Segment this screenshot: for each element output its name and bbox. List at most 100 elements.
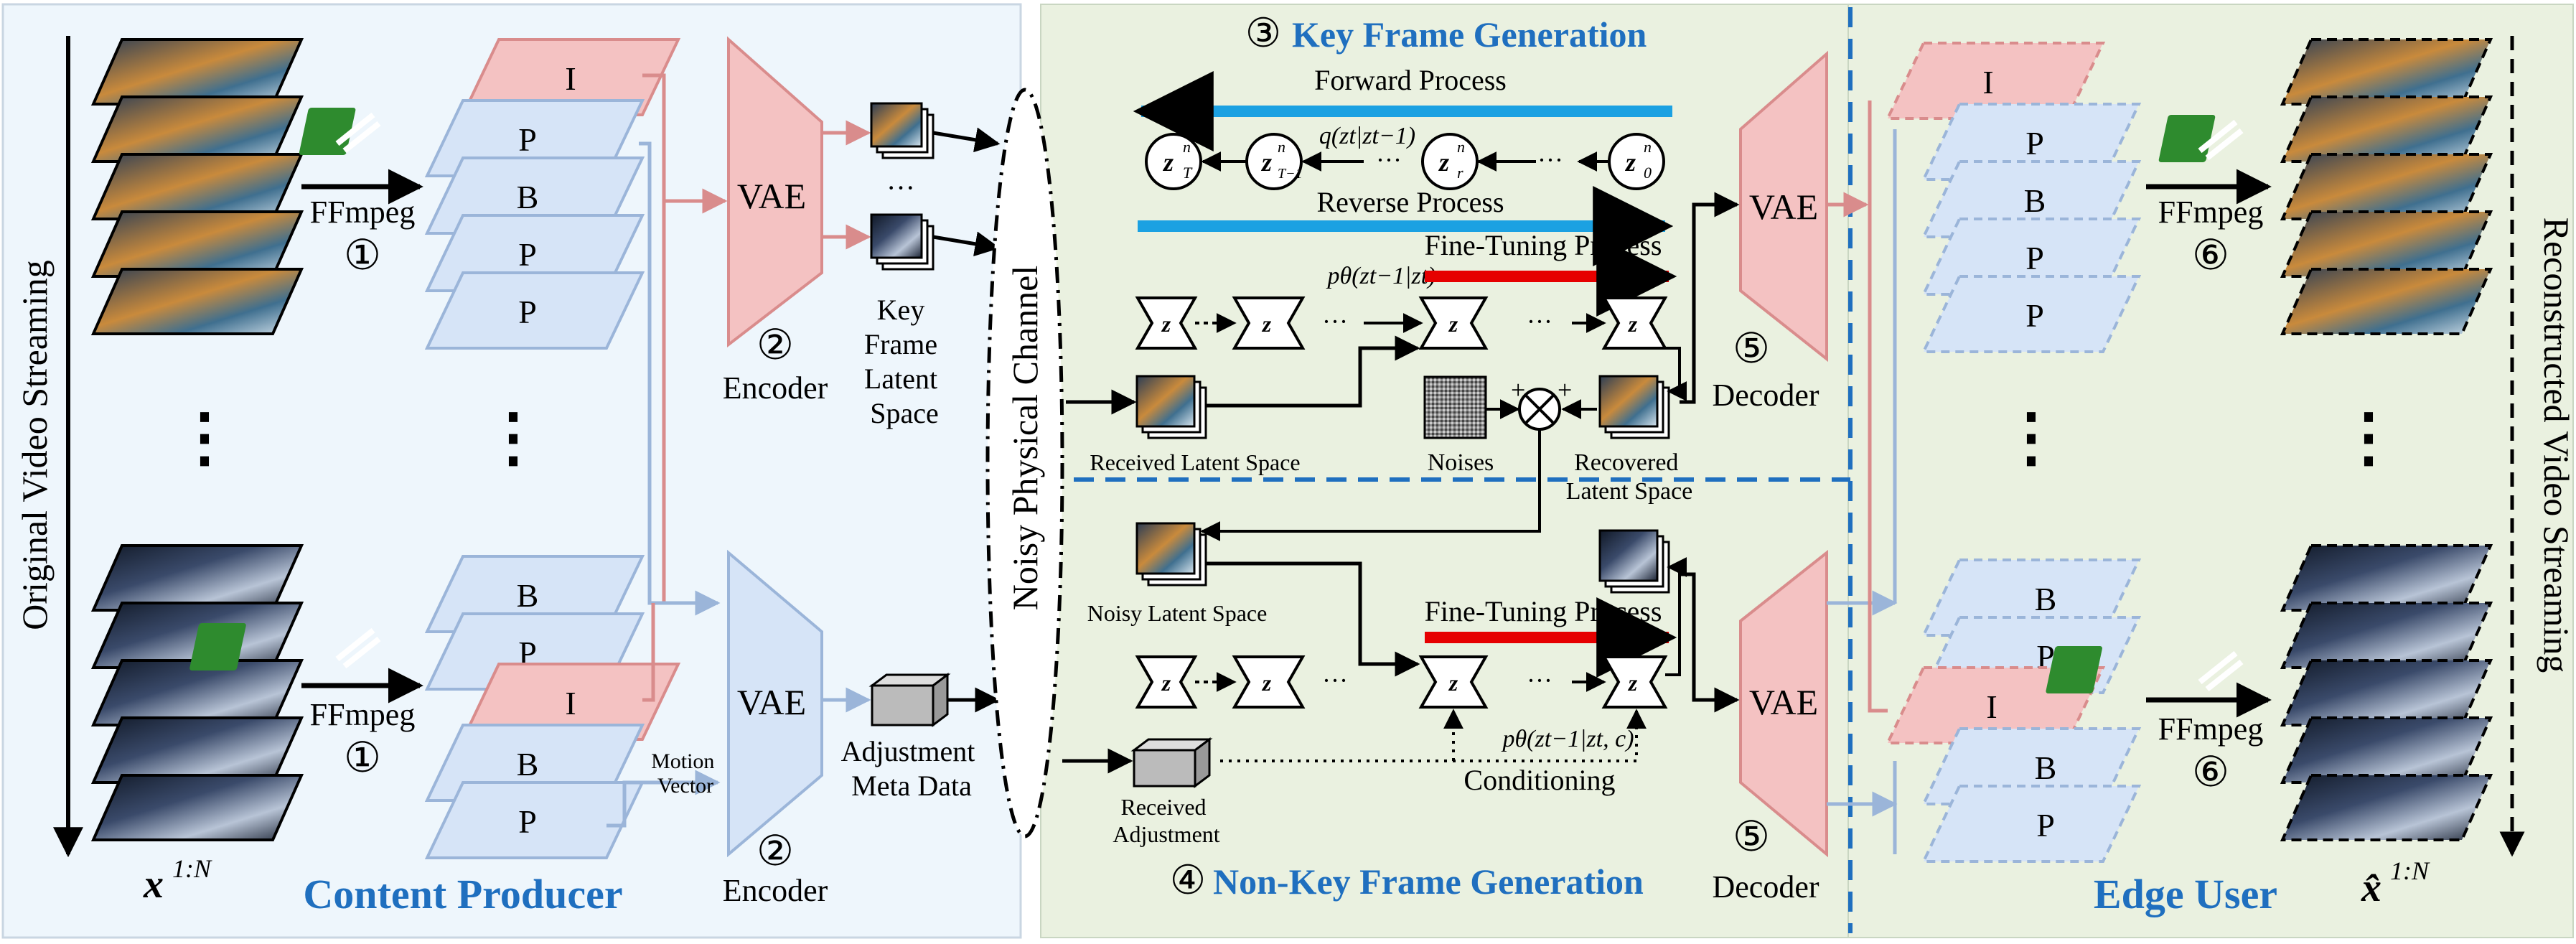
x-hat-superscript: 1:N bbox=[2390, 856, 2430, 885]
step6-bottom: ⑥ bbox=[2192, 749, 2229, 795]
svg-text:z: z bbox=[1161, 311, 1171, 337]
svg-text:···: ··· bbox=[1376, 146, 1402, 174]
svg-text:P: P bbox=[518, 236, 537, 273]
received-adjustment-icon bbox=[1130, 737, 1213, 788]
recovered-latent-stack bbox=[1598, 375, 1670, 439]
svg-text:I: I bbox=[565, 60, 576, 97]
svg-text:n: n bbox=[1183, 138, 1191, 156]
svg-text:I: I bbox=[565, 685, 576, 721]
svg-text:P: P bbox=[2036, 807, 2055, 843]
noises-label: Noises bbox=[1428, 449, 1494, 476]
svg-text:z: z bbox=[1448, 670, 1458, 696]
step1-top: ① bbox=[344, 232, 381, 279]
svg-text:P: P bbox=[2025, 297, 2044, 334]
svg-text:P: P bbox=[518, 803, 537, 840]
ffmpeg-icon bbox=[189, 623, 381, 670]
key-latent-stack-1 bbox=[870, 102, 935, 159]
svg-text:z: z bbox=[1161, 670, 1171, 696]
received-latent-label: Received Latent Space bbox=[1090, 449, 1300, 475]
svg-text:z: z bbox=[1260, 148, 1272, 177]
svg-text:I: I bbox=[1982, 64, 1993, 101]
svg-text:P: P bbox=[518, 121, 537, 158]
svg-text:n: n bbox=[1644, 138, 1652, 156]
unet-chain-nonkey: z z z z ··· ··· bbox=[1135, 655, 1668, 709]
svg-text:···: ··· bbox=[1527, 666, 1552, 695]
noisy-channel bbox=[985, 88, 1064, 838]
motion-vector-label: Motion Vector bbox=[651, 749, 720, 798]
encoder-label-top: Encoder bbox=[723, 370, 828, 406]
noisy-channel-label: Noisy Physical Channel bbox=[1005, 266, 1045, 611]
non-key-frame-title: Non-Key Frame Generation bbox=[1213, 861, 1644, 902]
gop-frames-top: I P B P P bbox=[424, 38, 681, 350]
content-producer-title: Content Producer bbox=[303, 871, 622, 917]
key-frame-latent-label: Key Frame Latent Space bbox=[864, 294, 945, 429]
svg-text:z: z bbox=[1162, 148, 1174, 177]
gop-frames-bottom: B P I B P bbox=[424, 555, 681, 859]
svg-text:z: z bbox=[1448, 311, 1458, 337]
svg-text:···: ··· bbox=[1322, 666, 1348, 695]
recovered-label: Recovered Latent Space bbox=[1566, 449, 1693, 505]
step4: ④ bbox=[1170, 859, 1206, 903]
ffmpeg-icon bbox=[2158, 115, 2244, 162]
step6-top: ⑥ bbox=[2192, 232, 2229, 279]
step5-bottom: ⑤ bbox=[1733, 813, 1770, 860]
svg-text:VAE: VAE bbox=[1749, 187, 1818, 227]
svg-text:P: P bbox=[518, 294, 537, 330]
vae-decoder-bottom bbox=[1739, 549, 1828, 858]
original-video-label: Original Video Streaming bbox=[14, 260, 55, 630]
svg-text:···: ··· bbox=[1322, 307, 1348, 336]
svg-text:P: P bbox=[2025, 125, 2044, 162]
received-latent-stack bbox=[1135, 375, 1207, 439]
x-hat-label: x̂ bbox=[2361, 866, 2381, 910]
svg-text:B: B bbox=[2035, 581, 2057, 617]
reconstructed-frames-top bbox=[2280, 38, 2493, 335]
reverse-process-label: Reverse Process bbox=[1316, 186, 1504, 218]
reconstructed-video-label: Reconstructed Video Streaming bbox=[2537, 218, 2576, 673]
unet-chain-key: z z z z ··· ··· bbox=[1135, 296, 1668, 350]
ffmpeg-label: FFmpeg bbox=[310, 697, 416, 732]
svg-text:P: P bbox=[2025, 240, 2044, 276]
svg-text:0: 0 bbox=[1644, 164, 1652, 182]
reconstructed-gop-bottom: B P I B P bbox=[1885, 559, 2142, 863]
key-latent-stack-2 bbox=[870, 213, 935, 271]
ffmpeg-icon bbox=[299, 108, 381, 155]
svg-text:z: z bbox=[1628, 311, 1638, 337]
svg-text:B: B bbox=[517, 746, 539, 782]
p-cond-formula: pθ(zt−1|zt, c) bbox=[1501, 726, 1634, 752]
svg-text:B: B bbox=[2035, 749, 2057, 786]
svg-text:···: ··· bbox=[1537, 146, 1563, 174]
p-formula: pθ(zt−1|zt) bbox=[1326, 263, 1436, 289]
reconstructed-gop-top: I P B P P bbox=[1885, 42, 2142, 353]
vae-encoder-bottom bbox=[727, 549, 823, 858]
step2-top: ② bbox=[757, 322, 794, 368]
original-frames-bottom bbox=[90, 544, 304, 841]
ffmpeg-icon bbox=[2046, 646, 2244, 693]
svg-text:z: z bbox=[1438, 148, 1449, 177]
svg-text:z: z bbox=[1262, 311, 1272, 337]
decoder-label-bottom: Decoder bbox=[1712, 869, 1819, 905]
recovered-latent-stack-nonkey bbox=[1598, 529, 1670, 594]
finetune-label-bottom: Fine-Tuning Process bbox=[1425, 595, 1662, 627]
conditioning-label: Conditioning bbox=[1463, 764, 1615, 796]
svg-text:+: + bbox=[1511, 375, 1525, 404]
step2-bottom: ② bbox=[757, 828, 794, 874]
ffmpeg-label-right: FFmpeg bbox=[2158, 195, 2264, 230]
svg-text:z: z bbox=[1628, 670, 1638, 696]
svg-text:T: T bbox=[1183, 164, 1193, 182]
noisy-latent-label: Noisy Latent Space bbox=[1087, 600, 1268, 626]
right-frames-ellipsis: ⋮ bbox=[2336, 403, 2401, 474]
adjustment-cube-icon bbox=[868, 673, 951, 727]
ffmpeg-label: FFmpeg bbox=[310, 195, 416, 230]
vae-encoder-top bbox=[727, 36, 823, 348]
step1-bottom: ① bbox=[344, 734, 381, 781]
svg-text:B: B bbox=[517, 577, 539, 614]
svg-text:VAE: VAE bbox=[737, 682, 806, 722]
left-ellipsis: ⋮ bbox=[172, 403, 237, 474]
svg-text:r: r bbox=[1457, 164, 1463, 182]
svg-text:I: I bbox=[1986, 688, 1997, 725]
svg-text:VAE: VAE bbox=[737, 176, 806, 216]
x-label: x bbox=[143, 862, 164, 907]
svg-text:B: B bbox=[2024, 182, 2046, 219]
x-superscript: 1:N bbox=[172, 854, 212, 883]
